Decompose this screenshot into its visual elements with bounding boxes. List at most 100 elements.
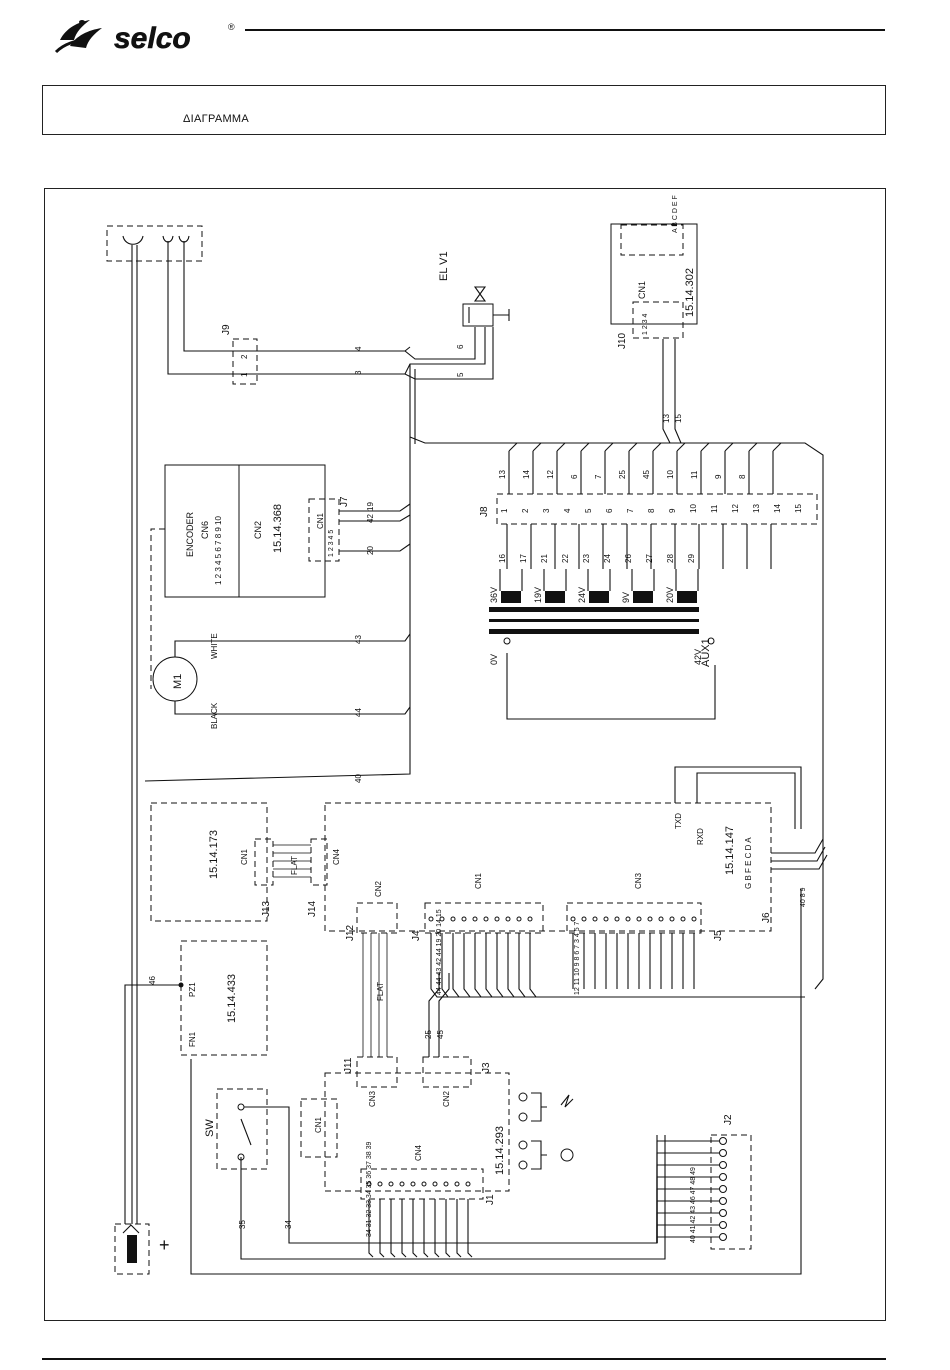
j8-pin-label: 15	[794, 504, 803, 513]
j8-right-wire-label: 13	[498, 470, 507, 479]
j8-left-wire-label: 16	[498, 554, 507, 563]
j8-right-wire-label: 7	[594, 474, 603, 479]
j8-pin-label: 3	[542, 508, 551, 513]
j2-wire-labels: 40 41 42 43 46 47 48 49	[690, 1167, 697, 1243]
j4-wire	[430, 933, 805, 998]
j1-wire	[379, 1199, 385, 1258]
transformer-primary-label: 0V	[489, 654, 499, 665]
j8-right-wire-label: 12	[546, 470, 555, 479]
code-15-14-293: 15.14.293	[494, 1126, 506, 1175]
pcb-15-14-293	[324, 1072, 510, 1192]
j8-left-wire-label: 17	[519, 554, 528, 563]
transformer-tap-label: 19V	[533, 587, 543, 603]
registered-mark: ®	[228, 22, 235, 32]
primary-terminal	[707, 637, 715, 645]
rxd-label: RXD	[696, 828, 705, 845]
j4-wire	[474, 933, 805, 998]
wire-label-25: 25	[424, 1030, 433, 1039]
j8-pin-label: 10	[689, 504, 698, 513]
j4-wire	[496, 933, 805, 998]
pcb-15-14-173	[150, 802, 268, 922]
j7-pins: 1 2 3 4 5	[328, 530, 335, 557]
j13-connector	[254, 838, 274, 886]
j7-label: J7	[339, 496, 350, 507]
primary-terminal	[503, 637, 511, 645]
cn4-label-293: CN4	[414, 1144, 423, 1161]
j7-cn1-label: CN1	[316, 512, 325, 529]
svg-text:1: 1	[240, 372, 249, 377]
cn2-label: CN2	[253, 521, 263, 539]
code-15-14-433: 15.14.433	[226, 974, 238, 1023]
wire-feed-button-icon	[518, 1140, 574, 1170]
j8-left-wire-label: 27	[645, 554, 654, 563]
pz1-label: PZ1	[188, 982, 197, 997]
switch-contact-a	[237, 1103, 245, 1111]
black-label: BLACK	[210, 702, 219, 729]
transformer-core-b	[489, 629, 699, 634]
j8-pin-label: 13	[752, 504, 761, 513]
pcb-15-14-302	[610, 223, 698, 325]
transformer-tap-label: 20V	[665, 587, 675, 603]
j2-wire	[656, 1152, 719, 1243]
rc-pins: 1 2 3 4	[642, 313, 649, 335]
j2-terminal	[719, 1209, 727, 1217]
cn1-label-293: CN1	[314, 1116, 323, 1133]
j8-right-wire-label: 9	[714, 474, 723, 479]
code-15-14-302: 15.14.302	[684, 268, 696, 317]
j12-label: J12	[345, 924, 356, 941]
j1-wire-labels: 34 31 32 33 34 35 36 37 38 39	[366, 1142, 373, 1237]
valve-icon	[473, 286, 487, 302]
j11-connector	[356, 1056, 398, 1088]
j4-label: J4	[411, 930, 422, 941]
j8-pin-label: 4	[563, 508, 572, 513]
wiring-diagram-frame: J9 2 1 4 3 EL V1 6 5 A B C D E F CN1 15.…	[44, 188, 886, 1321]
flat-label-bottom: FLAT	[376, 982, 385, 1001]
wire-label-46: 46	[148, 976, 157, 985]
socket-terminal-1	[122, 235, 144, 245]
pcb-15-14-433	[180, 940, 268, 1056]
rc-cn1-label: CN1	[637, 281, 647, 299]
wire-label-40: 40	[354, 774, 363, 783]
winding-block	[501, 591, 521, 603]
flat-cable-top	[273, 844, 311, 878]
j8-left-wire-label: 23	[582, 554, 591, 563]
cn1-connector-293	[300, 1098, 338, 1158]
wire-label-15: 15	[674, 414, 683, 423]
j10-connector	[632, 301, 684, 339]
j8-pin-label: 1	[500, 508, 509, 513]
j2-terminal	[719, 1233, 727, 1241]
encoder-pins: 1 2 3 4 5 6 7 8 9 10	[214, 516, 223, 585]
white-label: WHITE	[210, 633, 219, 659]
wire-label-35: 35	[238, 1220, 247, 1229]
mains-socket-box	[106, 225, 203, 262]
j7-connector	[308, 498, 340, 562]
transformer-tap-label: 24V	[577, 587, 587, 603]
selco-logo: selco ®	[54, 20, 235, 55]
j1-wire	[445, 1199, 451, 1258]
cn4-label: CN4	[332, 848, 341, 865]
wire-label-34: 34	[284, 1220, 293, 1229]
j5-wire-labels: 12 11 10 9 8 6 7 3 4 5 7	[574, 921, 581, 995]
earth-clamp-icon	[127, 1235, 137, 1263]
encoder-label: ENCODER	[185, 511, 195, 557]
j1-wire	[390, 1199, 396, 1258]
footer-rule	[42, 1358, 886, 1360]
j3-label: J3	[481, 1062, 492, 1073]
j4-wire	[507, 933, 805, 998]
cn2-label-147: CN2	[374, 880, 383, 897]
j4-wire-labels: 44 44 43 42 44 19 20 14 15	[436, 909, 443, 995]
j6-label: J6	[761, 912, 772, 923]
j2-terminal	[719, 1161, 727, 1169]
fn1-return-wire	[190, 889, 802, 1275]
flat-label-top: FLAT	[290, 856, 299, 875]
j8-pin-label: 8	[647, 508, 656, 513]
j5-connector	[566, 902, 702, 934]
j8-pin-label: 9	[668, 508, 677, 513]
code-15-14-368: 15.14.368	[272, 504, 284, 553]
code-15-14-173: 15.14.173	[208, 830, 220, 879]
j8-pin-label: 14	[773, 504, 782, 513]
j2-wire	[656, 1140, 719, 1243]
j8-left-wire-label: 28	[666, 554, 675, 563]
wire-label-45: 45	[436, 1030, 445, 1039]
